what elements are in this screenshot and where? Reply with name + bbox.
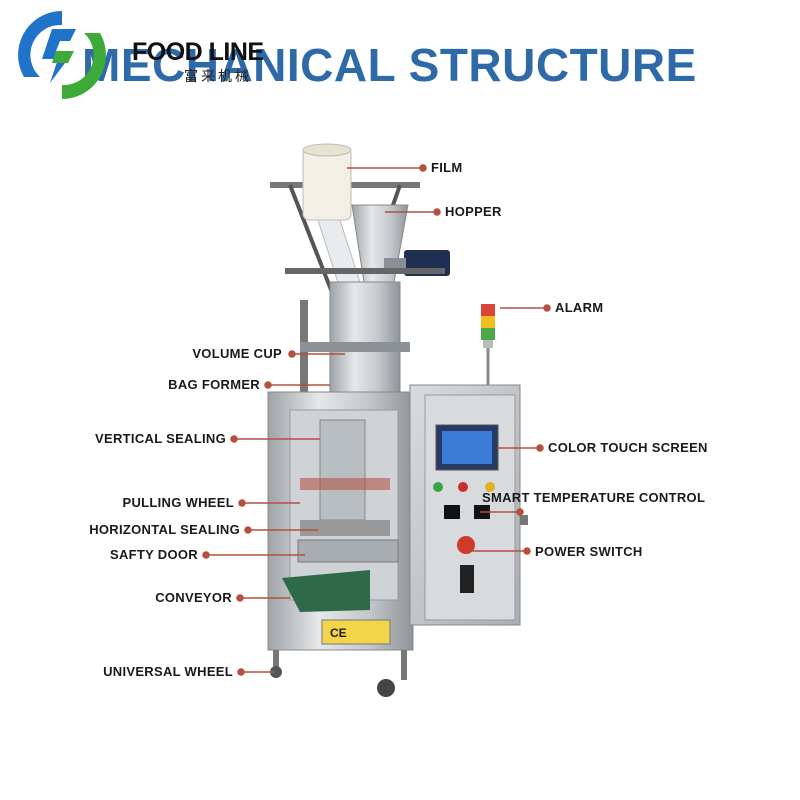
label-film: FILM bbox=[431, 160, 463, 175]
label-smart-temperature-control: SMART TEMPERATURE CONTROL bbox=[482, 490, 706, 505]
label-vertical-sealing: VERTICAL SEALING bbox=[95, 431, 226, 446]
label-pulling-wheel: PULLING WHEEL bbox=[122, 495, 234, 510]
label-volume-cup: VOLUME CUP bbox=[192, 346, 282, 361]
label-alarm: ALARM bbox=[555, 300, 604, 315]
hopper bbox=[285, 204, 450, 283]
food-line-logo-icon bbox=[18, 11, 106, 99]
label-conveyor: CONVEYOR bbox=[155, 590, 232, 605]
label-horizontal-sealing: HORIZONTAL SEALING bbox=[89, 522, 240, 537]
label-color-touch-screen: COLOR TOUCH SCREEN bbox=[548, 440, 708, 455]
svg-text:CE: CE bbox=[330, 626, 347, 640]
alarm-light bbox=[481, 304, 495, 385]
brand-name-chinese: 富来机械 bbox=[184, 69, 252, 85]
label-safty-door: SAFTY DOOR bbox=[110, 547, 198, 562]
control-cabinet bbox=[409, 384, 528, 626]
machine-body: CE bbox=[267, 391, 414, 697]
page-title: MECHANICAL STRUCTURE bbox=[82, 39, 697, 91]
brand-name: FOOD LINE bbox=[132, 38, 264, 66]
label-hopper: HOPPER bbox=[445, 204, 502, 219]
label-power-switch: POWER SWITCH bbox=[535, 544, 643, 559]
label-bag-former: BAG FORMER bbox=[168, 377, 260, 392]
label-universal-wheel: UNIVERSAL WHEEL bbox=[103, 664, 233, 679]
